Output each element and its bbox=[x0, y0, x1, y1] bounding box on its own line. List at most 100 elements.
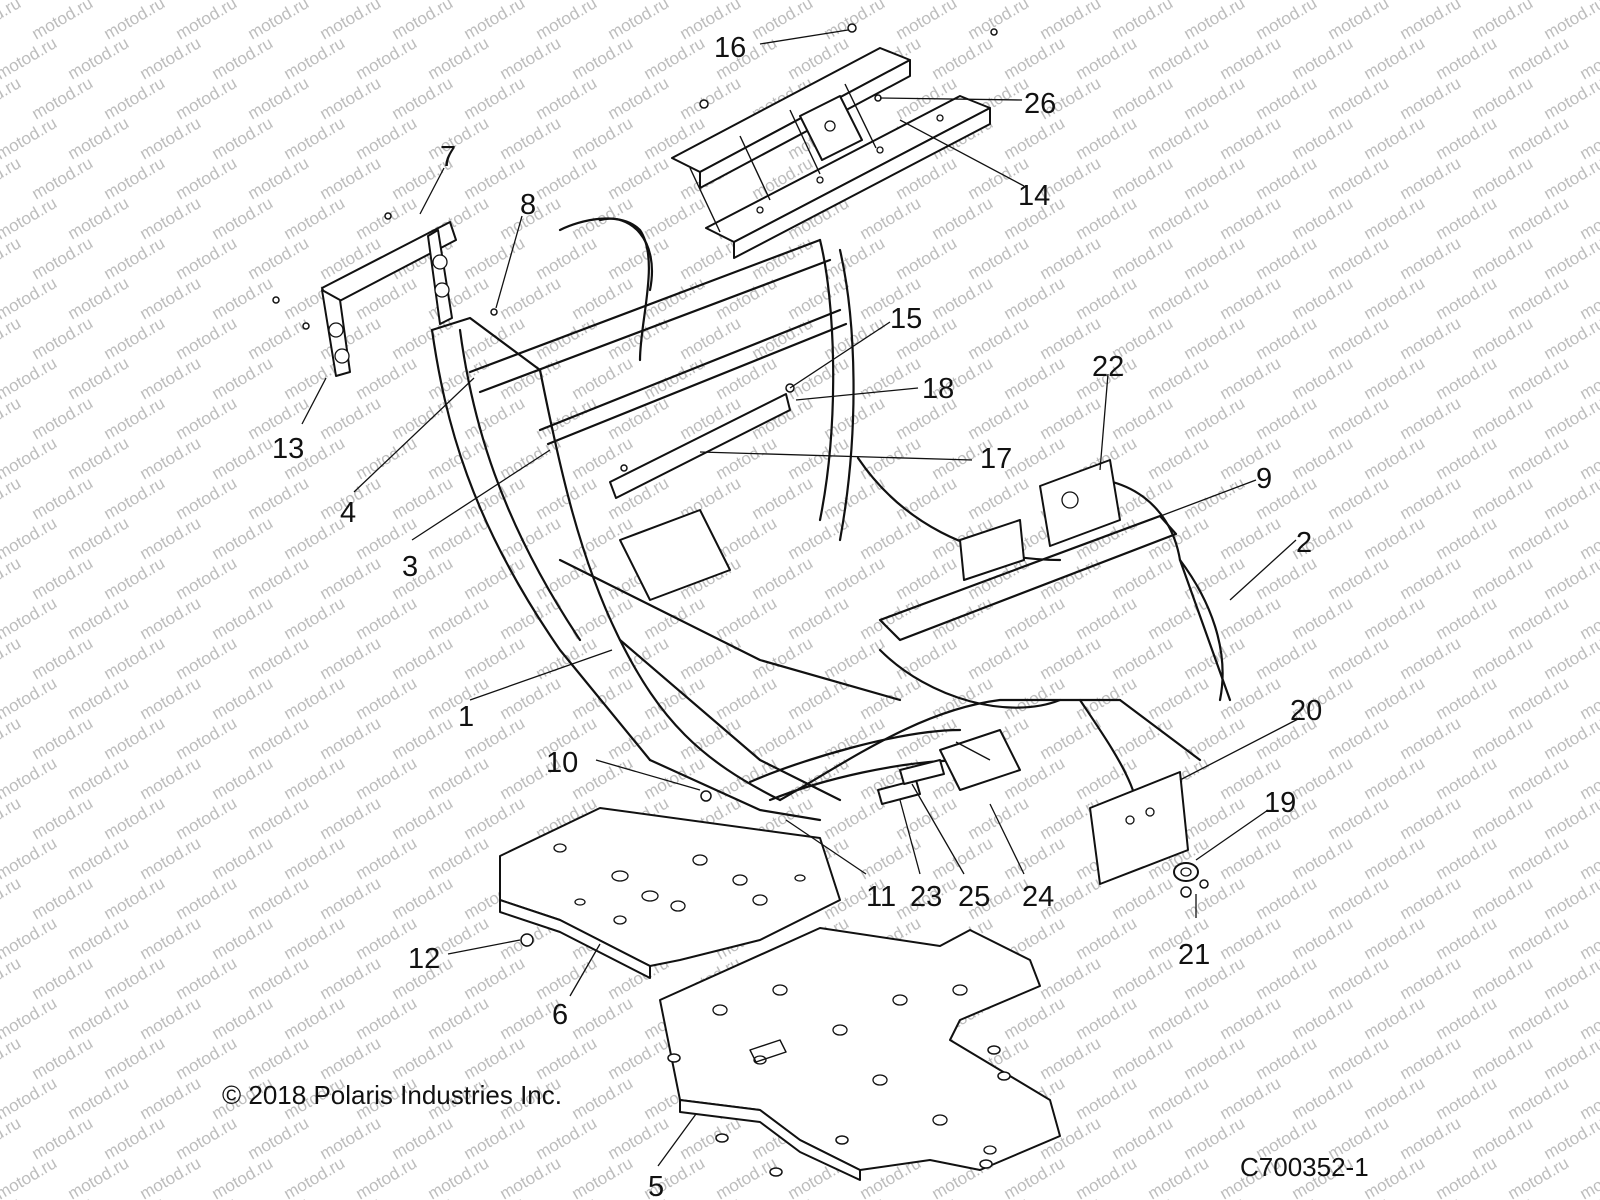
watermark-text: motod.ru bbox=[569, 273, 637, 323]
watermark-text: motod.ru bbox=[65, 273, 133, 323]
watermark-text: motod.ru bbox=[569, 993, 637, 1043]
watermark-text: motod.ru bbox=[1073, 273, 1141, 323]
watermark-text: motod.ru bbox=[29, 1033, 97, 1083]
watermark-text: motod.ru bbox=[461, 953, 529, 1003]
watermark-text: motod.ru bbox=[1541, 873, 1600, 923]
watermark-text: motod.ru bbox=[317, 1113, 385, 1163]
watermark-text: motod.ru bbox=[929, 833, 997, 883]
watermark-text: motod.ru bbox=[137, 913, 205, 963]
watermark-text: motod.ru bbox=[1289, 113, 1357, 163]
watermark-text: motod.ru bbox=[1397, 553, 1465, 603]
watermark-text: motod.ru bbox=[749, 713, 817, 763]
watermark-text: motod.ru bbox=[461, 153, 529, 203]
watermark-text: motod.ru bbox=[1253, 1193, 1321, 1200]
watermark-text: motod.ru bbox=[1469, 793, 1537, 843]
part-5-rear-skid-plate bbox=[659, 927, 1061, 1181]
watermark-text: motod.ru bbox=[1397, 233, 1465, 283]
watermark-text: motod.ru bbox=[1289, 833, 1357, 883]
watermark-text: motod.ru bbox=[101, 1113, 169, 1163]
watermark-text: motod.ru bbox=[29, 633, 97, 683]
watermark-text: motod.ru bbox=[677, 73, 745, 123]
watermark-text: motod.ru bbox=[857, 513, 925, 563]
watermark-text: motod.ru bbox=[461, 393, 529, 443]
watermark-text: motod.ru bbox=[1505, 273, 1573, 323]
watermark-text: motod.ru bbox=[1001, 353, 1069, 403]
watermark-text: motod.ru bbox=[101, 793, 169, 843]
watermark-text: motod.ru bbox=[1469, 473, 1537, 523]
watermark-text: motod.ru bbox=[1397, 1193, 1465, 1200]
watermark-text: motod.ru bbox=[1217, 913, 1285, 963]
watermark-text: motod.ru bbox=[245, 153, 313, 203]
watermark-text: motod.ru bbox=[785, 673, 853, 723]
watermark-text: motod.ru bbox=[1289, 753, 1357, 803]
watermark-text: motod.ru bbox=[821, 633, 889, 683]
watermark-text: motod.ru bbox=[245, 313, 313, 363]
watermark-text: motod.ru bbox=[1217, 273, 1285, 323]
watermark-text: motod.ru bbox=[1109, 233, 1177, 283]
watermark-text: motod.ru bbox=[1361, 513, 1429, 563]
watermark-text: motod.ru bbox=[1505, 753, 1573, 803]
watermark-text: motod.ru bbox=[317, 553, 385, 603]
watermark-text: motod.ru bbox=[533, 153, 601, 203]
watermark-text: motod.ru bbox=[965, 473, 1033, 523]
watermark-text: motod.ru bbox=[1361, 113, 1429, 163]
watermark-text: motod.ru bbox=[137, 193, 205, 243]
callout-7: 7 bbox=[440, 141, 456, 173]
watermark-text: motod.ru bbox=[317, 0, 385, 43]
watermark-text: motod.ru bbox=[29, 153, 97, 203]
hardware-bolts bbox=[272, 23, 1209, 947]
watermark-text: motod.ru bbox=[65, 993, 133, 1043]
watermark-text: motod.ru bbox=[1325, 73, 1393, 123]
watermark-text: motod.ru bbox=[605, 313, 673, 363]
watermark-text: motod.ru bbox=[1433, 33, 1501, 83]
watermark-text: motod.ru bbox=[29, 0, 97, 43]
watermark-text: motod.ru bbox=[929, 33, 997, 83]
watermark-text: motod.ru bbox=[317, 153, 385, 203]
watermark-text: motod.ru bbox=[1541, 633, 1600, 683]
watermark-text: motod.ru bbox=[137, 353, 205, 403]
watermark-text: motod.ru bbox=[1181, 1113, 1249, 1163]
watermark-text: motod.ru bbox=[209, 353, 277, 403]
watermark-text: motod.ru bbox=[1505, 913, 1573, 963]
watermark-text: motod.ru bbox=[101, 0, 169, 43]
watermark-text: motod.ru bbox=[425, 1153, 493, 1200]
watermark-text: motod.ru bbox=[0, 713, 24, 763]
watermark-text: motod.ru bbox=[929, 593, 997, 643]
watermark-text: motod.ru bbox=[1325, 313, 1393, 363]
watermark-text: motod.ru bbox=[281, 753, 349, 803]
callout-6: 6 bbox=[552, 999, 568, 1031]
watermark-text: motod.ru bbox=[569, 753, 637, 803]
watermark-text: motod.ru bbox=[173, 713, 241, 763]
watermark-text: motod.ru bbox=[173, 633, 241, 683]
watermark-text: motod.ru bbox=[389, 633, 457, 683]
watermark-text: motod.ru bbox=[245, 553, 313, 603]
watermark-text: motod.ru bbox=[173, 153, 241, 203]
watermark-text: motod.ru bbox=[1145, 273, 1213, 323]
watermark-text: motod.ru bbox=[1397, 713, 1465, 763]
callout-17: 17 bbox=[980, 443, 1012, 475]
watermark-text: motod.ru bbox=[1433, 593, 1501, 643]
watermark-text: motod.ru bbox=[353, 353, 421, 403]
watermark-text: motod.ru bbox=[209, 193, 277, 243]
watermark-text: motod.ru bbox=[209, 1153, 277, 1200]
watermark-text: motod.ru bbox=[1541, 73, 1600, 123]
watermark-text: motod.ru bbox=[281, 833, 349, 883]
watermark-text: motod.ru bbox=[1289, 593, 1357, 643]
watermark-text: motod.ru bbox=[1469, 1193, 1537, 1200]
watermark-text: motod.ru bbox=[1325, 553, 1393, 603]
callout-3: 3 bbox=[402, 551, 418, 583]
watermark-text: motod.ru bbox=[1397, 1113, 1465, 1163]
watermark-text: motod.ru bbox=[1505, 1073, 1573, 1123]
watermark-text: motod.ru bbox=[1181, 1193, 1249, 1200]
part-6-front-skid-plate bbox=[499, 807, 841, 979]
watermark-text: motod.ru bbox=[65, 513, 133, 563]
watermark-text: motod.ru bbox=[533, 0, 601, 43]
watermark-text: motod.ru bbox=[713, 1153, 781, 1200]
callout-14: 14 bbox=[1018, 180, 1050, 212]
watermark-text: motod.ru bbox=[245, 1113, 313, 1163]
callout-22: 22 bbox=[1092, 351, 1124, 383]
watermark-text: motod.ru bbox=[785, 513, 853, 563]
watermark-text: motod.ru bbox=[1325, 793, 1393, 843]
watermark-text: motod.ru bbox=[497, 673, 565, 723]
watermark-text: motod.ru bbox=[1541, 953, 1600, 1003]
